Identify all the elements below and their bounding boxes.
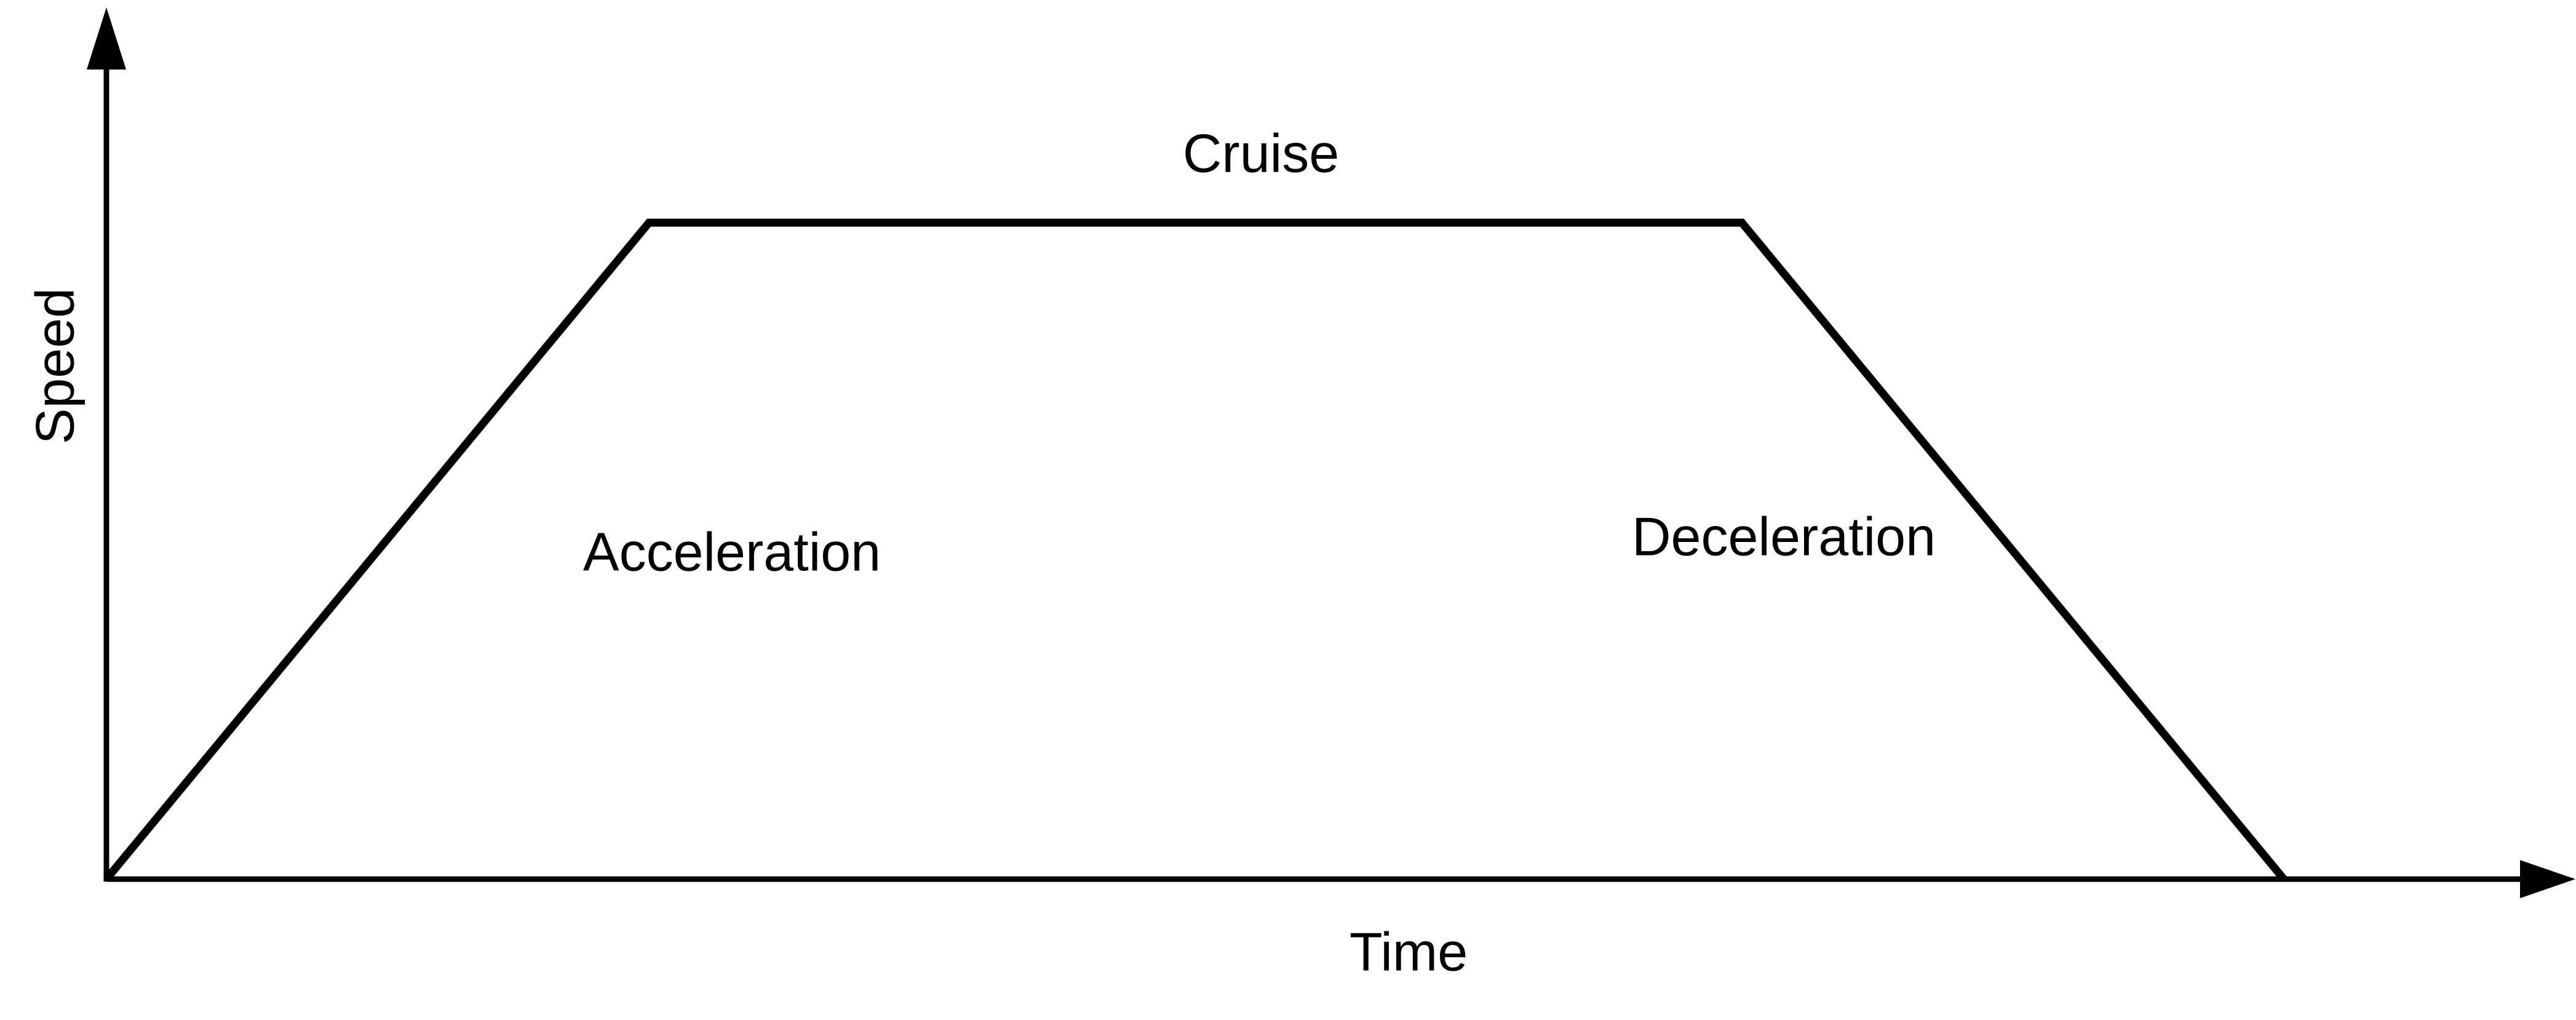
acceleration-phase-label: Acceleration: [582, 521, 881, 583]
speed-profile-line: [103, 218, 2288, 882]
y-axis-arrowhead-icon: [87, 7, 126, 70]
x-axis-label: Time: [1349, 921, 1468, 982]
deceleration-phase-label: Deceleration: [1631, 506, 1936, 567]
cruise-phase-label: Cruise: [1182, 122, 1340, 184]
y-axis-label: Speed: [24, 287, 85, 445]
x-axis-arrowhead-icon: [2520, 860, 2575, 898]
